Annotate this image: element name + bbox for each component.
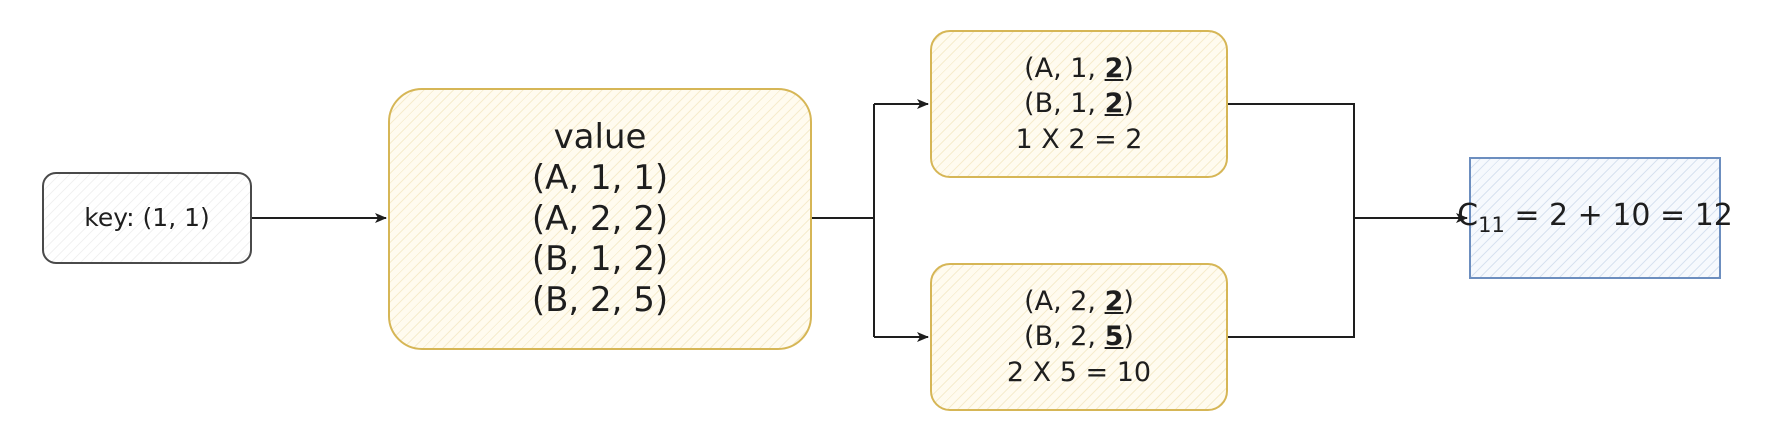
result-node: C11 = 2 + 10 = 12 [1457,157,1733,279]
value-row: (A, 2, 2) [531,198,669,239]
key-label: key: (1, 1) [84,203,210,233]
bottom-row-b: (B, 2, 5) [1024,321,1134,353]
result-label: C11 = 2 + 10 = 12 [1457,197,1733,238]
top-row-b: (B, 1, 2) [1024,88,1134,120]
connector-value-trunk [812,104,875,337]
bottom-row-a: (A, 2, 2) [1024,286,1134,318]
top-product: 1 X 2 = 2 [1015,123,1143,155]
connector-top-to-merge [1228,103,1355,338]
top-row-a-value: 2 [1104,53,1124,85]
key-node: key: (1, 1) [42,172,252,264]
value-title: value [553,117,647,157]
bottom-row-b-value: 5 [1104,321,1124,353]
result-subscript: 11 [1478,213,1505,238]
top-row-a: (A, 1, 2) [1024,53,1134,85]
bottom-product: 2 X 5 = 10 [1006,356,1152,388]
top-row-b-value: 2 [1104,88,1124,120]
value-row: (A, 1, 1) [531,157,669,198]
value-row: (B, 1, 2) [531,239,669,280]
bottom-row-a-value: 2 [1104,286,1124,318]
bottom-product-node: (A, 2, 2) (B, 2, 5) 2 X 5 = 10 [930,263,1228,411]
value-node: value (A, 1, 1) (A, 2, 2) (B, 1, 2) (B, … [388,88,812,350]
result-symbol: C [1457,198,1479,234]
top-product-node: (A, 1, 2) (B, 1, 2) 1 X 2 = 2 [930,30,1228,178]
value-row: (B, 2, 5) [531,280,669,321]
result-expression: = 2 + 10 = 12 [1504,198,1733,234]
